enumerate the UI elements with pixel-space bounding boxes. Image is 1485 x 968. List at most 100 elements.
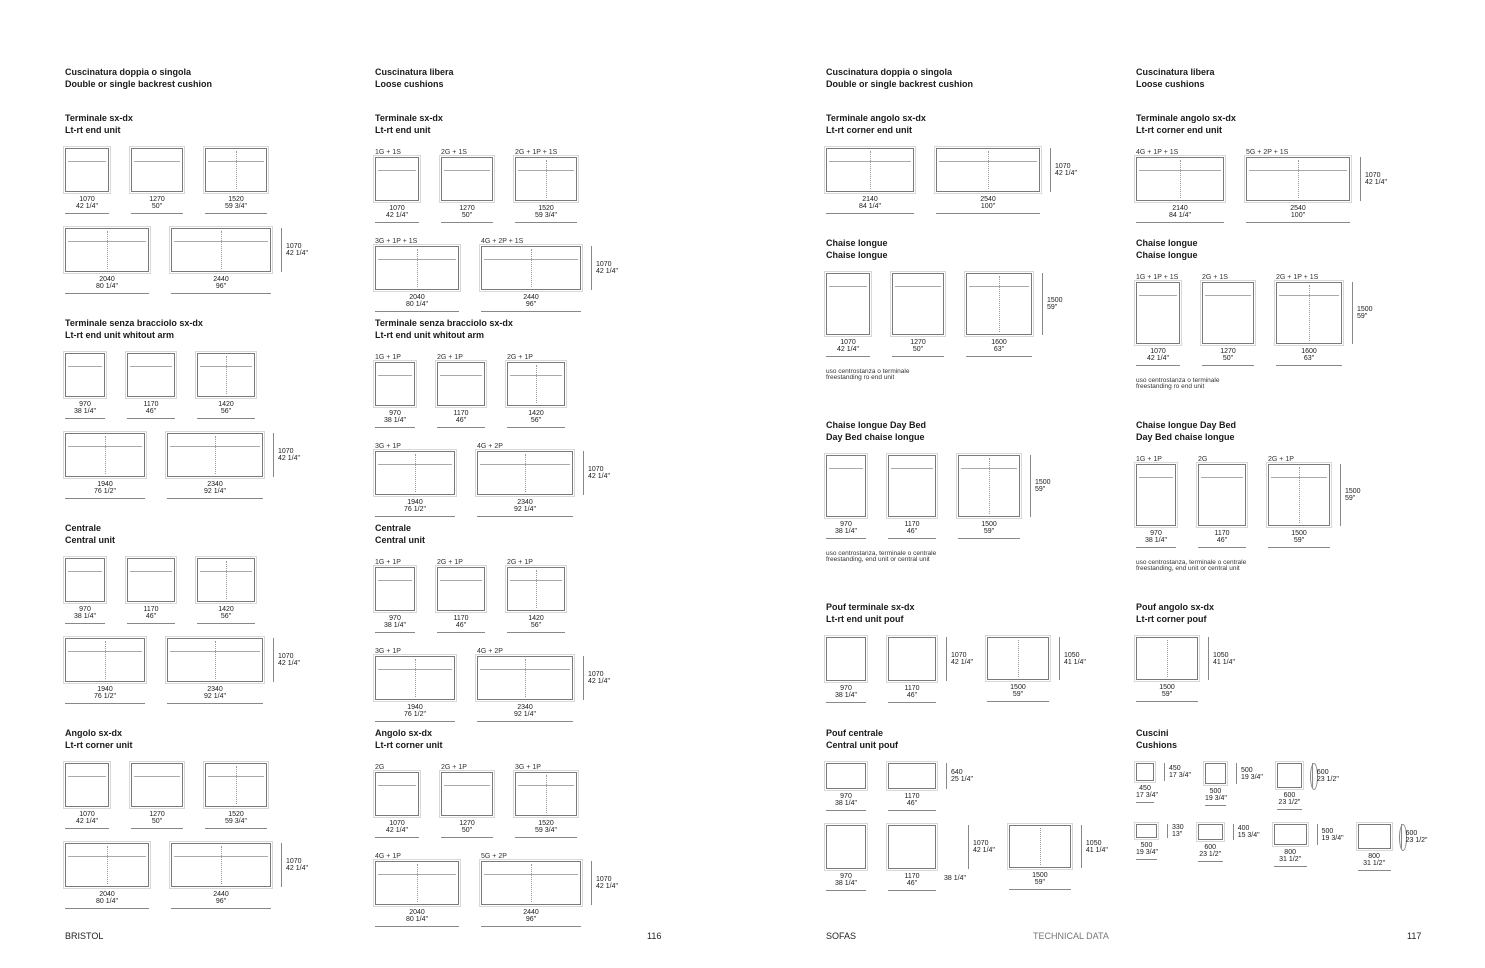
width-inches: 59 3/4" xyxy=(535,827,557,834)
width-mm: 1270 xyxy=(149,196,165,203)
depth-inches: 42 1/4" xyxy=(951,659,973,666)
depth-inches: 42 1/4" xyxy=(588,678,610,685)
width-inches: 38 1/4" xyxy=(384,417,406,424)
section-title-en: Central unit xyxy=(65,534,116,545)
width-inches: 59" xyxy=(983,528,995,535)
backrest-line xyxy=(939,151,1037,162)
backrest-line xyxy=(208,151,264,162)
module-outline xyxy=(63,841,151,889)
width-mm: 1070 xyxy=(79,196,95,203)
backrest-line xyxy=(1279,285,1339,296)
section-title-it: Pouf centrale xyxy=(826,728,884,738)
width-inches: 92 1/4" xyxy=(514,506,536,513)
width-mm: 1070 xyxy=(840,339,856,346)
width-inches: 59 3/4" xyxy=(535,212,557,219)
module-code: 1G + 1P + 1S xyxy=(1136,274,1179,281)
seat-divider xyxy=(215,641,216,679)
seat-divider xyxy=(107,231,108,269)
width-inches: 23 1/2" xyxy=(1278,799,1301,806)
dimension-line xyxy=(171,293,271,294)
backrest-line xyxy=(378,160,416,171)
seat-divider xyxy=(107,846,108,884)
module-outline xyxy=(63,226,151,274)
dimension-line xyxy=(437,632,485,633)
width-mm: 2340 xyxy=(517,499,533,506)
section-title-it: Cuscini xyxy=(1136,728,1169,738)
seat-divider xyxy=(215,436,216,474)
dimension-line xyxy=(131,828,183,829)
depth-mm: 1070 xyxy=(278,448,294,455)
module-outline xyxy=(165,431,265,479)
module-outline xyxy=(63,761,111,809)
module-code: 2G xyxy=(1198,456,1208,463)
depth-inches: 59" xyxy=(1357,313,1368,320)
depth-inches: 59" xyxy=(1345,495,1356,502)
module-outline xyxy=(63,146,111,194)
width-inches: 59" xyxy=(1161,691,1173,698)
module-outline xyxy=(203,761,269,809)
width-mm: 2140 xyxy=(862,196,878,203)
header-title-en: Loose cushions xyxy=(375,78,444,89)
backrest-line xyxy=(130,356,172,367)
depth-mm: 1070 xyxy=(596,261,612,268)
dimension-line xyxy=(127,623,175,624)
dimension-line xyxy=(481,311,581,312)
module-outline xyxy=(1355,822,1393,851)
backrest-line xyxy=(1201,467,1243,478)
backrest-line xyxy=(68,436,142,447)
depth-line xyxy=(281,228,282,272)
width-mm: 1270 xyxy=(910,339,926,346)
dimension-line xyxy=(65,908,149,909)
backrest-line xyxy=(444,160,490,171)
module-outline xyxy=(1134,635,1200,682)
module-code: 2G + 1P xyxy=(1268,456,1294,463)
depth-inches: 42 1/4" xyxy=(1055,170,1077,177)
width-inches: 92 1/4" xyxy=(204,488,226,495)
module-code: 1G + 1S xyxy=(375,149,401,156)
depth-line xyxy=(1235,763,1237,784)
depth-mm: 450 xyxy=(1169,765,1181,772)
width-mm: 1170 xyxy=(1214,530,1230,537)
seat-divider xyxy=(417,249,418,287)
module-outline xyxy=(439,155,495,203)
depth-mm: 1070 xyxy=(588,671,604,678)
width-mm: 2440 xyxy=(213,891,229,898)
